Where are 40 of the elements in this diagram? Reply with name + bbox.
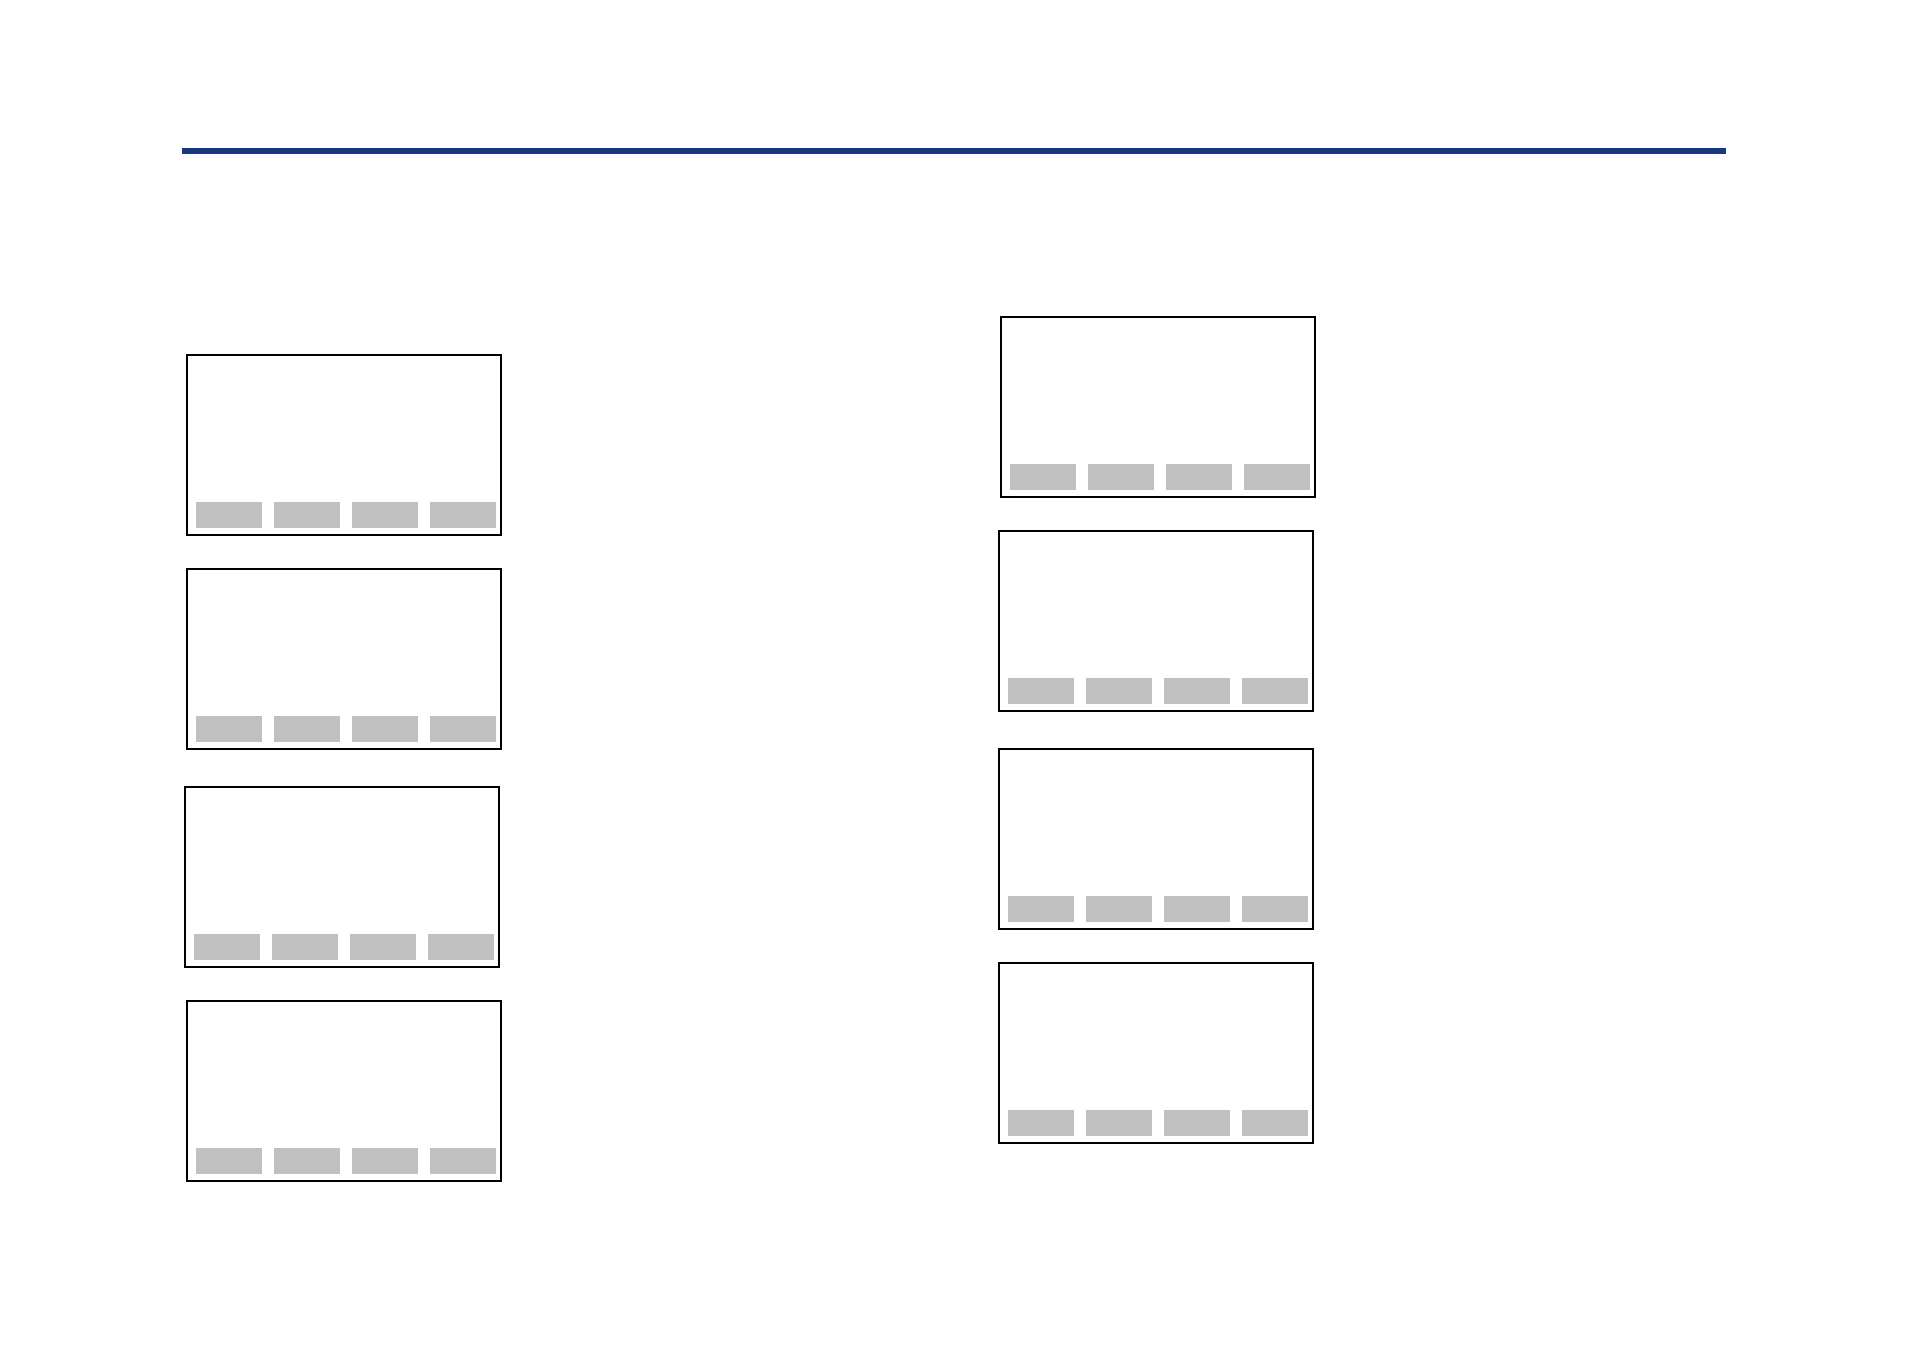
soft-key — [1242, 896, 1308, 922]
soft-key — [352, 1148, 418, 1174]
soft-key — [1164, 1110, 1230, 1136]
soft-key — [428, 934, 494, 960]
soft-key — [1166, 464, 1232, 490]
screen-box — [186, 1000, 502, 1182]
soft-key — [1242, 678, 1308, 704]
screen-box — [1000, 316, 1316, 498]
soft-key — [430, 1148, 496, 1174]
soft-key — [1086, 896, 1152, 922]
soft-key — [1010, 464, 1076, 490]
screen-box — [186, 354, 502, 536]
soft-key — [1088, 464, 1154, 490]
soft-key — [274, 716, 340, 742]
soft-key — [1244, 464, 1310, 490]
soft-key — [1008, 678, 1074, 704]
soft-key — [196, 502, 262, 528]
soft-key — [196, 716, 262, 742]
soft-key — [350, 934, 416, 960]
screen-box — [186, 568, 502, 750]
soft-key — [1164, 678, 1230, 704]
soft-key — [274, 1148, 340, 1174]
screen-box — [184, 786, 500, 968]
soft-key — [1242, 1110, 1308, 1136]
soft-key — [1086, 678, 1152, 704]
screen-box — [998, 748, 1314, 930]
soft-key — [352, 716, 418, 742]
soft-key — [430, 502, 496, 528]
screen-box — [998, 530, 1314, 712]
soft-key — [194, 934, 260, 960]
soft-key — [274, 502, 340, 528]
soft-key — [1086, 1110, 1152, 1136]
soft-key — [352, 502, 418, 528]
soft-key — [196, 1148, 262, 1174]
soft-key — [1008, 896, 1074, 922]
soft-key — [272, 934, 338, 960]
soft-key — [1008, 1110, 1074, 1136]
soft-key — [430, 716, 496, 742]
soft-key — [1164, 896, 1230, 922]
screen-box — [998, 962, 1314, 1144]
